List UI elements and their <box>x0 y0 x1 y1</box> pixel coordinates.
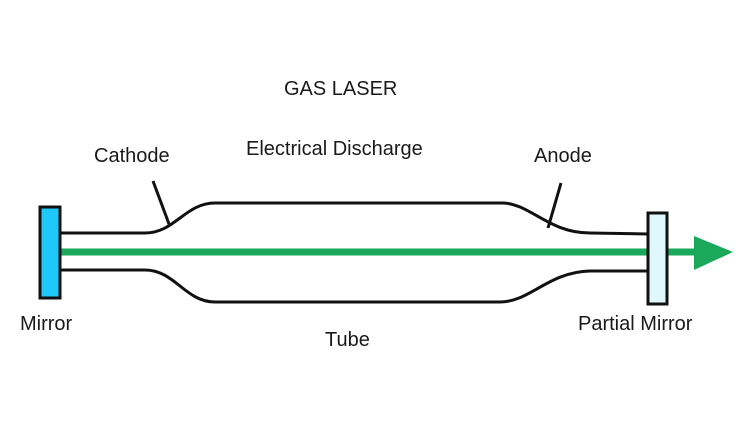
electrical-discharge-label: Electrical Discharge <box>246 138 423 160</box>
partial-mirror <box>646 211 669 306</box>
cathode-lead <box>151 180 171 225</box>
anode-label: Anode <box>534 145 592 167</box>
anode-lead <box>546 182 563 229</box>
diagram-title: GAS LASER <box>284 78 398 100</box>
mirror <box>38 205 62 300</box>
partial-mirror-label: Partial Mirror <box>578 313 693 335</box>
tube-top-wall <box>60 201 649 236</box>
cathode-label: Cathode <box>94 145 170 167</box>
mirror-label: Mirror <box>20 313 73 335</box>
beam-arrowhead <box>694 236 733 270</box>
tube-label: Tube <box>325 329 370 351</box>
tube-bottom-wall <box>60 268 648 304</box>
